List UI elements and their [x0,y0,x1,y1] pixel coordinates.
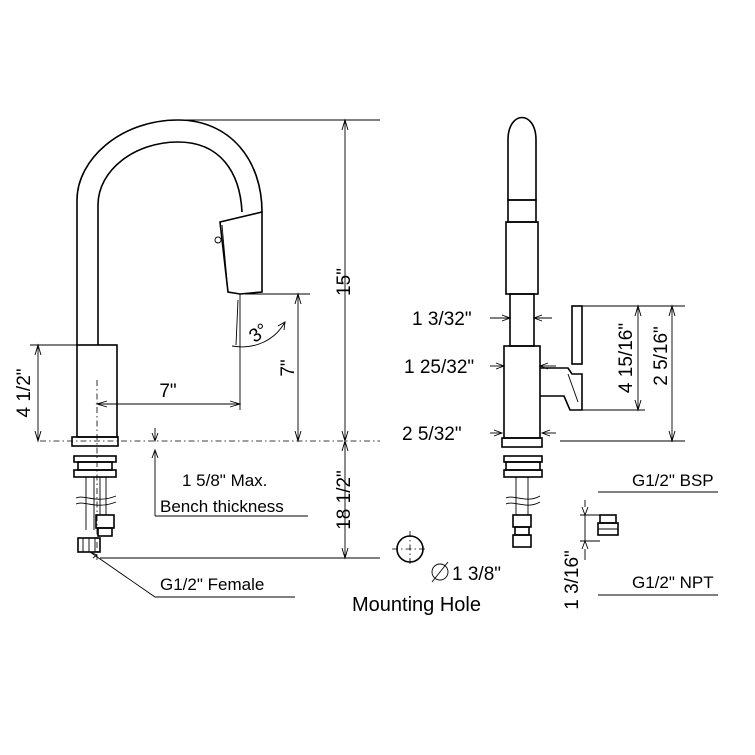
note-connection: G1/2" Female [160,575,264,594]
dim-below-counter: 18 1/2" [334,470,355,530]
dim-handle-total: 2 5/16" [651,326,672,386]
note-bench-line2: Bench thickness [160,497,284,516]
mounting-hole: 1 3/8" Mounting Hole [352,531,501,616]
mounting-title: Mounting Hole [352,594,481,616]
dim-handle: 4 15/16" [616,323,637,393]
side-view: 1 3/32" 1 25/32" 2 5/32" 4 15/16" 2 5/16… [402,116,685,548]
npt-label: G1/2" NPT [632,573,714,592]
side-body [503,345,541,439]
note-bench-line1: 1 5/8" Max. [182,471,267,490]
dim-spout-height: 7" [278,359,299,376]
spray-head [219,210,263,295]
fitting-length: 1 3/16" [562,550,583,610]
dim-base: 2 5/32" [402,424,462,445]
diameter-icon [431,563,449,581]
dim-base-height: 4 1/2" [14,368,35,417]
dim-total-height: 15" [334,268,355,296]
dim-angle: 3° [245,320,272,348]
spout-outer [76,119,263,345]
spout-inner [97,141,243,345]
fittings-detail: G1/2" BSP G1/2" NPT 1 3/16" [562,471,718,610]
dim-neck: 1 3/32" [412,309,472,330]
base-flange [71,436,119,447]
dim-body: 1 25/32" [404,357,474,378]
side-spout [507,116,537,201]
bsp-label: G1/2" BSP [632,471,714,490]
dim-spout-reach: 7" [159,381,176,402]
mounting-diameter: 1 3/8" [452,564,501,585]
front-view: 15" 4 1/2" 7" 7" 3° 1 5/8" Max. Bench th… [14,118,380,598]
side-handle [571,305,583,365]
